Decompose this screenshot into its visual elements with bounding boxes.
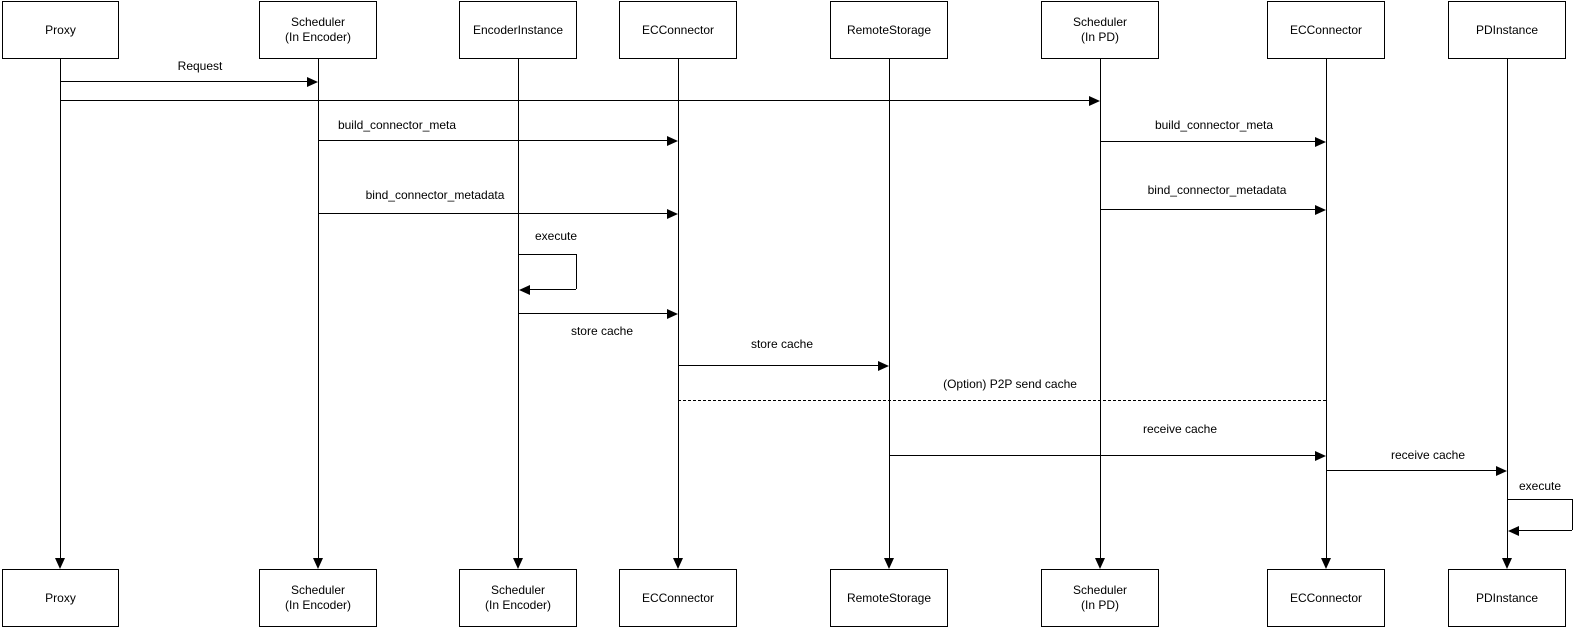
lifeline-arrowhead-proxy: [55, 558, 65, 569]
actor-box-top-scheduler-pd: Scheduler (In PD): [1041, 1, 1159, 59]
lifeline-proxy: [60, 59, 61, 559]
message-arrowhead-request: [307, 77, 318, 87]
actor-box-bottom-scheduler-encoder: Scheduler (In Encoder): [259, 569, 377, 627]
message-line-build-connector-meta-encoder: [318, 140, 670, 141]
actor-box-top-scheduler-encoder: Scheduler (In Encoder): [259, 1, 377, 59]
lifeline-encoder-instance: [518, 59, 519, 559]
message-label-p2p-send-cache: (Option) P2P send cache: [943, 377, 1077, 391]
lifeline-scheduler-encoder: [318, 59, 319, 559]
selfloop-arrowhead-execute-encoder: [519, 285, 530, 295]
actor-box-bottom-scheduler-pd: Scheduler (In PD): [1041, 569, 1159, 627]
message-label-encoder-store-cache: store cache: [570, 324, 634, 338]
message-arrowhead-forward-request: [1089, 96, 1100, 106]
selfloop-bottom-execute-encoder: [527, 289, 576, 290]
selfloop-arrowhead-execute-pd: [1508, 526, 1519, 536]
lifeline-arrowhead-scheduler-encoder: [313, 558, 323, 569]
message-arrowhead-receive-cache-from-remote: [1315, 451, 1326, 461]
selfloop-label-execute-pd: execute: [1518, 479, 1562, 493]
message-arrowhead-receive-cache-to-pd: [1496, 466, 1507, 476]
message-label-store-cache-to-remote: store cache: [750, 337, 814, 351]
lifeline-arrowhead-pd-instance: [1502, 558, 1512, 569]
actor-box-top-ec-connector-pd: ECConnector: [1267, 1, 1385, 59]
message-arrowhead-store-cache-to-remote: [878, 361, 889, 371]
message-arrowhead-encoder-store-cache: [667, 309, 678, 319]
message-line-forward-request: [60, 100, 1092, 101]
message-label-receive-cache-to-pd: receive cache: [1390, 448, 1466, 462]
actor-box-bottom-ec-connector-pd: ECConnector: [1267, 569, 1385, 627]
selfloop-top-execute-encoder: [518, 254, 576, 255]
lifeline-scheduler-pd: [1100, 59, 1101, 559]
lifeline-arrowhead-encoder-instance: [513, 558, 523, 569]
actor-box-top-pd-instance: PDInstance: [1448, 1, 1566, 59]
actor-box-top-encoder-instance: EncoderInstance: [459, 1, 577, 59]
message-line-receive-cache-to-pd: [1326, 470, 1499, 471]
actor-box-bottom-pd-instance: PDInstance: [1448, 569, 1566, 627]
selfloop-right-execute-encoder: [576, 254, 577, 289]
lifeline-pd-instance: [1507, 59, 1508, 559]
message-line-store-cache-to-remote: [678, 365, 881, 366]
message-label-bind-connector-metadata-encoder: bind_connector_metadata: [365, 188, 505, 202]
message-label-receive-cache-from-remote: receive cache: [1142, 422, 1218, 436]
message-arrowhead-build-connector-meta-encoder: [667, 136, 678, 146]
lifeline-ec-connector-encoder: [678, 59, 679, 559]
lifeline-remote-storage: [889, 59, 890, 559]
message-line-p2p-send-cache: [678, 400, 1326, 401]
lifeline-arrowhead-ec-connector-pd: [1321, 558, 1331, 569]
actor-box-bottom-encoder-instance: Scheduler (In Encoder): [459, 569, 577, 627]
message-line-bind-connector-metadata-encoder: [318, 213, 670, 214]
selfloop-bottom-execute-pd: [1516, 530, 1572, 531]
message-line-encoder-store-cache: [518, 313, 670, 314]
message-line-receive-cache-from-remote: [889, 455, 1318, 456]
actor-box-top-remote-storage: RemoteStorage: [830, 1, 948, 59]
selfloop-label-execute-encoder: execute: [534, 229, 578, 243]
message-line-build-connector-meta-pd: [1100, 141, 1318, 142]
actor-box-top-ec-connector-encoder: ECConnector: [619, 1, 737, 59]
message-label-build-connector-meta-pd: build_connector_meta: [1154, 118, 1274, 132]
actor-box-bottom-proxy: Proxy: [2, 569, 119, 627]
message-label-request: Request: [177, 59, 223, 73]
message-arrowhead-bind-connector-metadata-pd: [1315, 205, 1326, 215]
lifeline-arrowhead-scheduler-pd: [1095, 558, 1105, 569]
selfloop-right-execute-pd: [1572, 499, 1573, 530]
lifeline-arrowhead-ec-connector-encoder: [673, 558, 683, 569]
message-arrowhead-bind-connector-metadata-encoder: [667, 209, 678, 219]
actor-box-top-proxy: Proxy: [2, 1, 119, 59]
message-label-bind-connector-metadata-pd: bind_connector_metadata: [1147, 183, 1287, 197]
actor-box-bottom-remote-storage: RemoteStorage: [830, 569, 948, 627]
selfloop-top-execute-pd: [1507, 499, 1572, 500]
message-arrowhead-build-connector-meta-pd: [1315, 137, 1326, 147]
message-label-build-connector-meta-encoder: build_connector_meta: [337, 118, 457, 132]
actor-box-bottom-ec-connector-encoder: ECConnector: [619, 569, 737, 627]
message-line-bind-connector-metadata-pd: [1100, 209, 1318, 210]
lifeline-ec-connector-pd: [1326, 59, 1327, 559]
message-line-request: [60, 81, 310, 82]
lifeline-arrowhead-remote-storage: [884, 558, 894, 569]
